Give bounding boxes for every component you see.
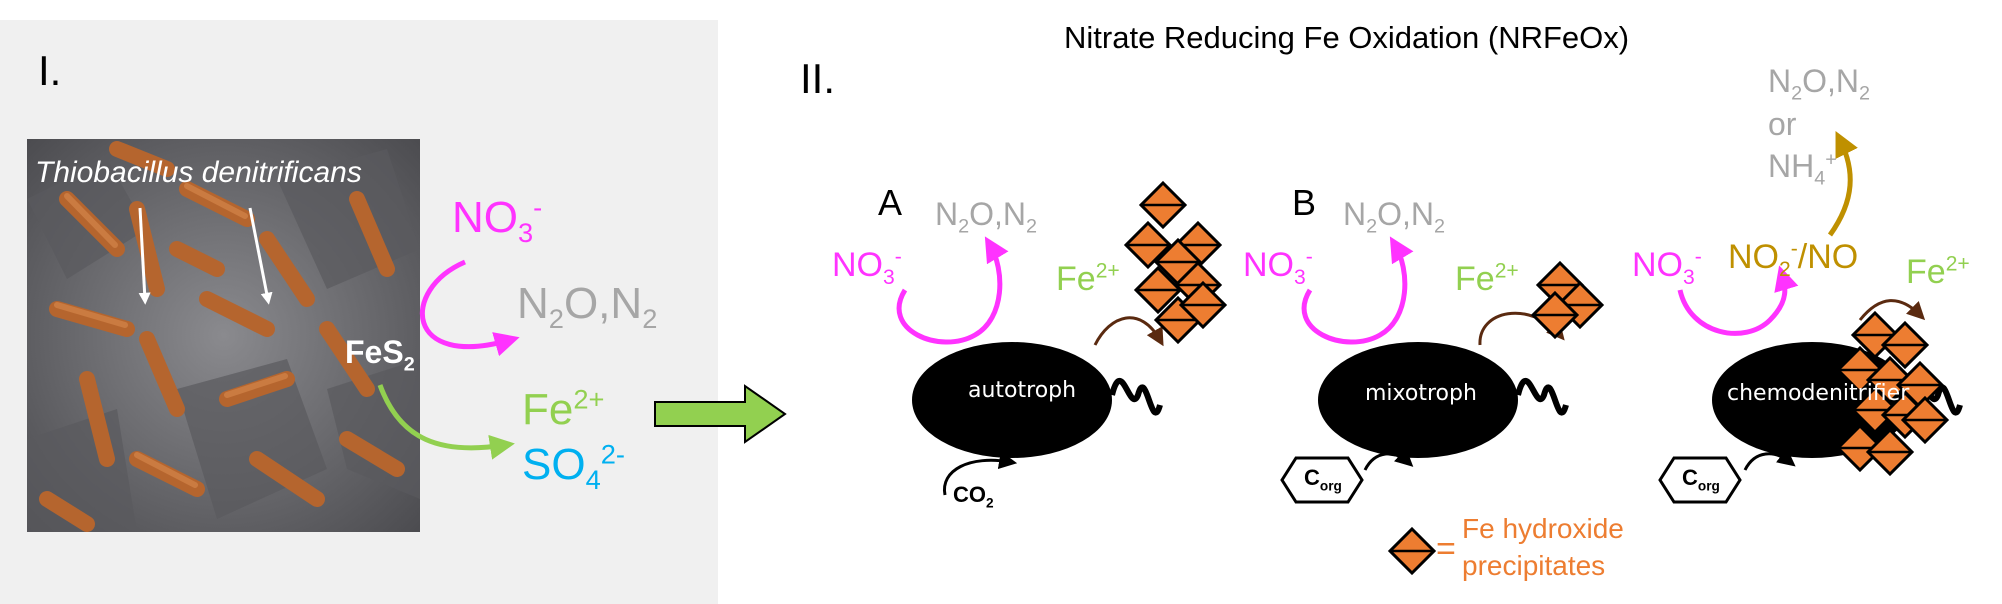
corg-uptake-arrow-c xyxy=(1743,448,1796,471)
corg-label-b: Corg xyxy=(1304,465,1342,494)
gas-products-c-line1: N2O,N2 xyxy=(1768,63,1871,105)
legend-label-line1: Fe hydroxide xyxy=(1462,513,1624,544)
co2-fixation-arrow xyxy=(943,451,1018,496)
pathway-a-letter: A xyxy=(878,182,903,223)
legend-equals: = xyxy=(1436,530,1456,568)
nitrate-label-a: NO3- xyxy=(832,245,902,289)
fe-oxidation-arrow-c xyxy=(1858,299,1926,321)
gas-products-c-ammonium: NH4+ xyxy=(1768,148,1837,190)
transition-arrow xyxy=(654,384,787,444)
nitrate-reduction-arrow-i xyxy=(419,259,520,357)
corg-uptake-arrow-b xyxy=(1363,448,1414,471)
iron-label-c: Fe2+ xyxy=(1906,252,1970,291)
nitrate-label-b: NO3- xyxy=(1243,245,1313,289)
gas-products-c-or: or xyxy=(1768,106,1797,142)
co2-label: CO2 xyxy=(953,482,994,511)
organism-name: Thiobacillus denitrificans xyxy=(35,156,362,189)
iron-label-a: Fe2+ xyxy=(1056,259,1120,298)
nitrite-to-gas-arrow-c xyxy=(1827,131,1858,237)
legend-label-line2: precipitates xyxy=(1462,550,1606,581)
cell-label-autotroph: autotroph xyxy=(968,378,1077,403)
panel-ii-label: II. xyxy=(800,55,836,102)
n-gas-products-b: N2O,N2 xyxy=(1343,196,1446,238)
n-gas-products-a: N2O,N2 xyxy=(935,196,1038,238)
fe-precipitates-b xyxy=(1531,261,1604,339)
sem-micrograph xyxy=(27,139,420,532)
corg-label-c: Corg xyxy=(1682,465,1720,494)
iron-product-i: Fe2+ xyxy=(522,383,605,434)
pyrite-oxidation-arrow-i xyxy=(377,384,515,460)
fe-precipitates-a xyxy=(1124,181,1227,344)
legend-precipitate-symbol xyxy=(1388,527,1436,575)
cell-autotroph xyxy=(912,342,1163,458)
iron-label-b: Fe2+ xyxy=(1455,259,1519,298)
nitrate-label-c: NO3- xyxy=(1632,245,1702,289)
pyrite-label: FeS2 xyxy=(345,334,415,376)
pathway-b-letter: B xyxy=(1292,182,1317,223)
cell-label-mixotroph: mixotroph xyxy=(1365,381,1477,406)
panel-i-label: I. xyxy=(38,47,62,94)
page-title: Nitrate Reducing Fe Oxidation (NRFeOx) xyxy=(1064,20,1630,55)
n-gas-products-i: N2O,N2 xyxy=(517,279,658,334)
cell-mixotroph xyxy=(1318,342,1569,458)
photo-pointer-arrows xyxy=(138,207,273,305)
nitrate-to-nitrite-arrow-c xyxy=(1677,265,1799,336)
corg-hexagon-c xyxy=(1658,456,1742,504)
corg-hexagon-b xyxy=(1280,456,1364,504)
fe-oxidation-arrow-a xyxy=(1093,316,1164,347)
nitrate-label-i: NO3- xyxy=(452,191,543,248)
nitrate-loop-a xyxy=(896,236,1009,345)
nitrate-loop-b xyxy=(1301,236,1414,345)
nitrite-no-label-c: NO2-/NO xyxy=(1728,237,1859,281)
sulfate-product-i: SO42- xyxy=(522,438,625,495)
cell-label-chemodenitrifier: chemodenitrifier xyxy=(1727,381,1910,406)
